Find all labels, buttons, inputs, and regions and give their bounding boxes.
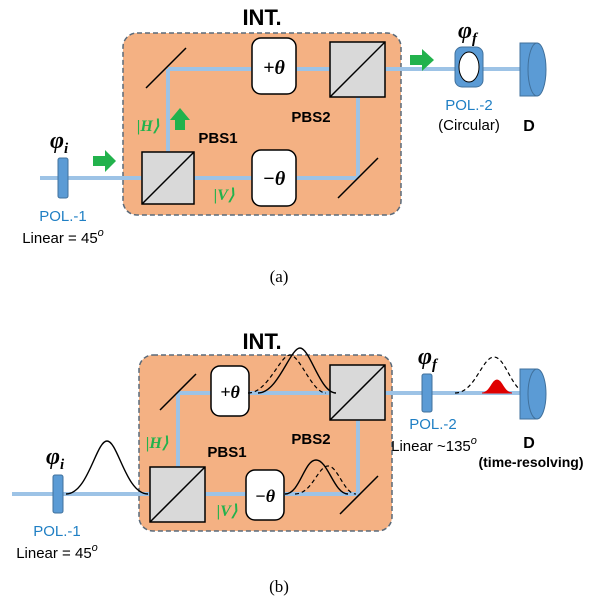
mirror-top-left	[159, 373, 197, 411]
pol2-description: Linear ~135o	[391, 435, 477, 455]
pol2-description: (Circular)	[438, 117, 500, 134]
pol1-description: Linear = 45o	[22, 227, 104, 247]
pulse-upper-arm-solid	[257, 347, 337, 394]
phi-f-label: φf	[458, 18, 479, 47]
pbs2-cube	[329, 364, 386, 421]
pbs1-label: PBS1	[198, 130, 237, 147]
mirror-bottom-right	[339, 475, 379, 515]
svg-text:−θ: −θ	[263, 168, 286, 190]
phase-plate-minus-theta: −θ	[245, 469, 285, 521]
pbs1-label: PBS1	[207, 444, 246, 461]
polarizer-1	[52, 474, 64, 514]
pulse-output-dashed	[454, 356, 529, 394]
pulse-input	[65, 440, 149, 495]
svg-text:+θ: +θ	[220, 382, 240, 402]
v-state-label: |V⟩	[217, 503, 238, 520]
polarizer-1	[57, 157, 69, 199]
pbs1-cube	[141, 151, 195, 205]
v-state-label: |V⟩	[214, 187, 235, 204]
detector-label: D	[523, 118, 535, 135]
caption-a: (a)	[270, 267, 289, 286]
pulse-lower-arm-solid	[284, 459, 349, 495]
detector	[519, 368, 547, 420]
mirror-bottom-right	[337, 157, 379, 199]
pulse-upper-arm-dashed	[247, 354, 327, 394]
svg-text:+θ: +θ	[263, 57, 285, 79]
pbs2-cube	[329, 41, 386, 98]
phase-plate-minus-theta: −θ	[251, 149, 297, 207]
pol2-label: POL.-2	[409, 416, 457, 433]
phase-plate-plus-theta: +θ	[251, 37, 297, 95]
panel-a: INT. PBS1 PBS2 +θ	[22, 5, 547, 286]
pol1-label: POL.-1	[33, 523, 81, 540]
detector-label: D	[523, 435, 535, 452]
pulse-output-red	[481, 379, 513, 394]
panel-b: INT. PBS1 PBS2 +θ	[12, 329, 584, 596]
svg-text:−θ: −θ	[255, 486, 276, 506]
detector	[519, 42, 547, 97]
interferometer-title: INT.	[242, 329, 281, 354]
green-arrow-up	[170, 108, 190, 130]
h-state-label: |H⟩	[146, 435, 169, 452]
pol1-label: POL.-1	[39, 208, 87, 225]
interferometer-title: INT.	[242, 5, 281, 30]
mirror-top-left	[145, 47, 187, 89]
pbs1-cube	[149, 466, 206, 523]
h-state-label: |H⟩	[137, 118, 160, 135]
detector-description: (time-resolving)	[478, 454, 583, 470]
phase-plate-plus-theta: +θ	[210, 365, 250, 417]
pol2-label: POL.-2	[445, 97, 493, 114]
pulse-lower-arm-dashed	[294, 465, 357, 495]
pbs2-label: PBS2	[291, 431, 330, 448]
caption-b: (b)	[269, 577, 289, 596]
polarizer-2	[454, 46, 484, 88]
polarizer-2	[421, 373, 433, 413]
pbs2-label: PBS2	[291, 109, 330, 126]
phi-i-label: φi	[46, 444, 65, 473]
green-arrow-input	[93, 150, 116, 172]
pol1-description: Linear = 45o	[16, 542, 98, 562]
phi-i-label: φi	[50, 128, 69, 157]
green-arrow-output	[410, 49, 434, 71]
phi-f-label: φf	[418, 344, 439, 373]
